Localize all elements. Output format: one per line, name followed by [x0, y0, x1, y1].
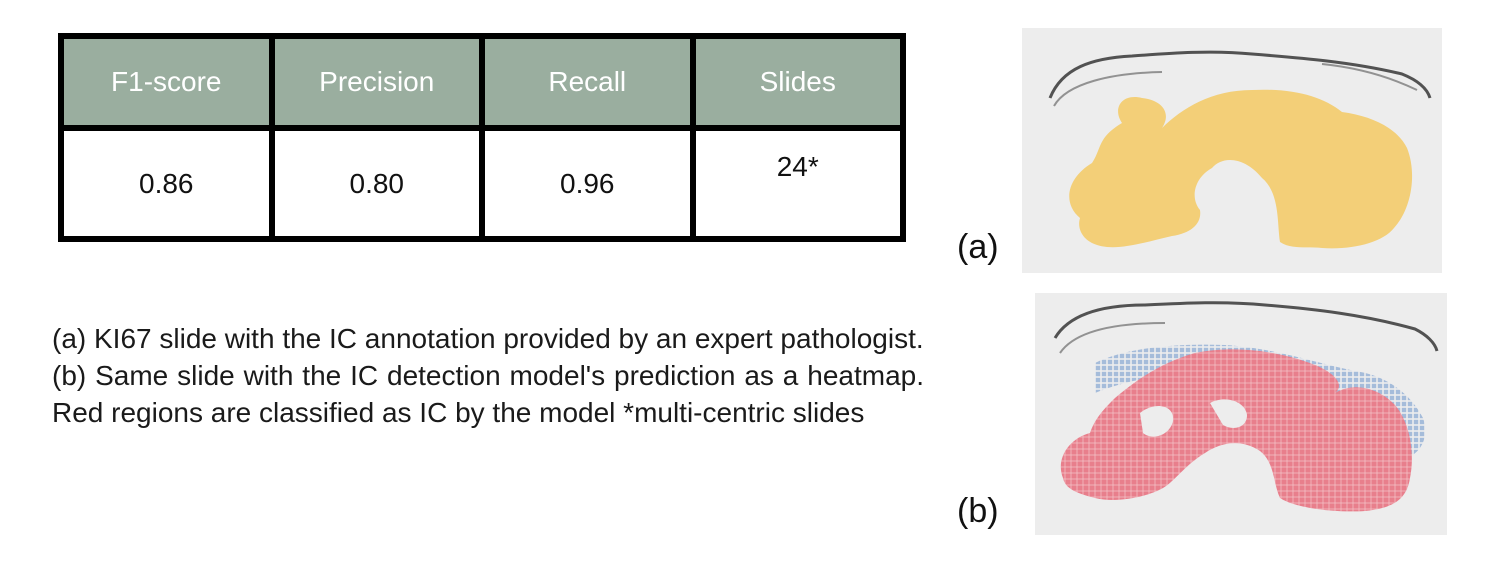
figure-caption: (a) KI67 slide with the IC annotation pr…	[52, 320, 924, 431]
table-row: 0.86 0.80 0.96 24*	[58, 125, 906, 242]
caption-line-b: (b) Same slide with the IC detection mod…	[52, 360, 924, 428]
value-recall: 0.96	[479, 125, 696, 242]
ic-annotation-region	[1069, 89, 1413, 249]
value-slides: 24*	[689, 125, 906, 242]
panel-label-b: (b)	[957, 492, 999, 530]
slide-image-annotation	[1022, 28, 1442, 273]
caption-line-a: (a) KI67 slide with the IC annotation pr…	[52, 323, 924, 354]
heatmap-overlay	[1053, 301, 1439, 512]
value-f1-score: 0.86	[58, 125, 275, 242]
panel-label-a: (a)	[957, 228, 999, 266]
header-recall: Recall	[479, 33, 696, 131]
annotation-overlay	[1048, 50, 1432, 249]
metrics-table: F1-score Precision Recall Slides 0.86 0.…	[58, 33, 906, 242]
header-precision: Precision	[268, 33, 485, 131]
header-f1-score: F1-score	[58, 33, 275, 131]
header-slides: Slides	[689, 33, 906, 131]
value-precision: 0.80	[268, 125, 485, 242]
table-header-row: F1-score Precision Recall Slides	[58, 33, 906, 131]
slide-image-heatmap	[1035, 293, 1447, 535]
